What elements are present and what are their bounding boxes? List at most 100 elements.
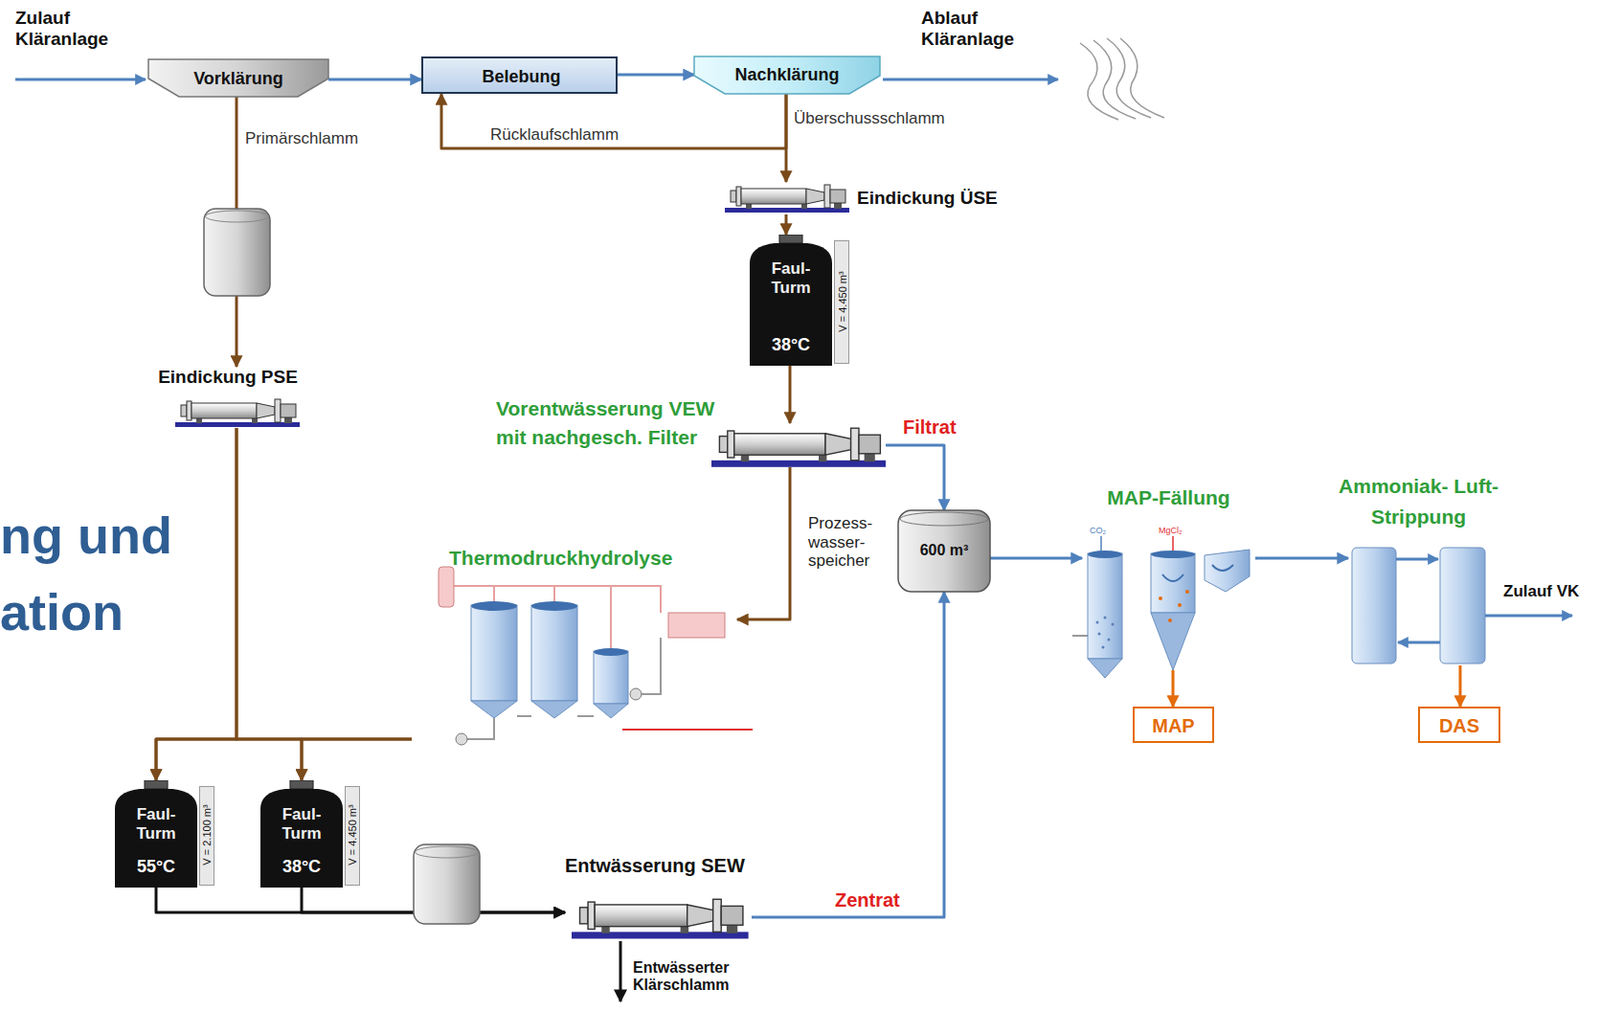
node-text: Entwässerung SEW [564, 855, 752, 878]
sludge-storage-tank [413, 844, 480, 924]
free-label: ng und [0, 505, 173, 565]
clarifier-basin: Vorklärung [148, 59, 329, 97]
illustration-part [900, 512, 989, 526]
process-water-tank [898, 510, 991, 592]
tower-temperature: 38°C [260, 856, 343, 878]
equipment-node: Ammoniak- Luft-Strippung [1348, 545, 1489, 666]
illustration-part [622, 728, 753, 731]
illustration-part [1150, 553, 1195, 613]
flow-connector [156, 428, 237, 781]
flow-connector [1255, 557, 1349, 561]
tower-body [114, 788, 198, 888]
illustration-part [1072, 634, 1088, 637]
node-text: Belebung [423, 67, 620, 88]
node-text: Vorklärung [148, 68, 329, 90]
illustration-part [1087, 658, 1123, 678]
volume-bar: V = 2.100 m³ [199, 786, 215, 886]
illustration-part [1107, 638, 1111, 642]
tower-name: Faul- Turm [268, 805, 336, 843]
illustration-part [531, 601, 578, 611]
illustration-part [1485, 614, 1573, 618]
flow-connector [737, 467, 790, 620]
node-text: 600 m³ [898, 541, 991, 560]
flow-connector [785, 214, 789, 235]
equipment-node: Eindickung ÜSE [724, 181, 1032, 215]
illustration-part [531, 700, 578, 719]
node-text: Nachklärung [694, 65, 880, 86]
illustration-part [1098, 632, 1102, 636]
illustration-part [531, 605, 578, 701]
volume-text: V = 4.450 m³ [345, 785, 360, 885]
illustration-part [413, 844, 480, 924]
tower-name: Faul- Turm [122, 805, 190, 843]
centrifuge-vew [711, 428, 886, 468]
sludge-out-arrow [619, 941, 623, 1002]
tower-cap [779, 234, 803, 244]
digester-tower: Faul- Turm38°CV = 4.450 m³ [749, 234, 850, 366]
illustration-part [1096, 621, 1100, 625]
illustration-part [1162, 574, 1184, 582]
flow-connector [328, 78, 422, 82]
free-label: Entwässerter Klärschlamm [632, 959, 787, 995]
illustration-part [1171, 670, 1175, 678]
node-text: Prozess- wasser- speicher [808, 514, 895, 571]
equipment-node: Eindickung PSE [143, 366, 313, 429]
volume-bar: V = 4.450 m³ [344, 786, 361, 886]
tower-body [260, 788, 343, 888]
digester-tower: Faul- Turm55°CV = 2.100 m³ [114, 780, 215, 888]
illustration-part [1158, 589, 1190, 623]
node-text: MAP [1134, 715, 1213, 738]
tower-temperature: 38°C [749, 335, 833, 356]
illustration-part [467, 718, 495, 740]
digester-tower: Faul- Turm 38°CV = 4.450 m³ [260, 780, 361, 888]
illustration-part [1185, 589, 1190, 594]
illustration-part [1087, 553, 1123, 659]
illustration-part [455, 733, 468, 745]
illustration-part [1120, 38, 1165, 118]
flow-connector [885, 445, 945, 511]
flow-connector [788, 365, 792, 424]
illustration-part [641, 637, 661, 695]
illustration-part [205, 210, 270, 223]
illustration-part [415, 846, 479, 858]
flow-connector [156, 739, 412, 781]
illustration-part [1440, 547, 1486, 664]
node-text: Vorentwässerung VEW mit nachgesch. Filte… [495, 394, 722, 452]
illustration-part [1111, 623, 1115, 627]
illustration-part [668, 612, 725, 638]
illustration-part [1150, 550, 1195, 559]
illustration-part [453, 585, 661, 613]
volume-bar: V = 4.450 m³ [833, 240, 850, 364]
flow-connector [441, 93, 787, 149]
flow-connector [990, 557, 1082, 561]
equipment-node: MAP-Fällung [1081, 545, 1256, 678]
illustration-part [593, 703, 629, 719]
centrifuge-use [724, 184, 850, 213]
flow-connector [1459, 665, 1463, 707]
edge-label: Filtrat [902, 416, 957, 439]
illustration-part [1102, 646, 1105, 650]
inflow-arrow [15, 78, 146, 82]
illustration-part [1212, 564, 1234, 571]
illustration-part [593, 648, 629, 656]
volume-text: V = 2.100 m³ [200, 785, 214, 885]
basin-shape [694, 56, 880, 94]
free-label: MgCl₂ [1158, 525, 1183, 536]
illustration-part [1177, 603, 1182, 608]
node-text: MAP-Fällung [1072, 486, 1265, 510]
tower-cap [144, 780, 168, 789]
flow-connector [617, 73, 695, 77]
illustration-part [203, 208, 271, 296]
illustration-part [471, 700, 518, 719]
node-text: Eindickung PSE [143, 366, 313, 388]
primary-sludge-tank [203, 208, 271, 296]
illustration-part [1204, 549, 1250, 592]
equipment-node: Prozess- wasser- speicher600 m³ [898, 510, 991, 592]
illustration-part [1352, 547, 1397, 664]
equipment-node: Entwässerung SEW [564, 855, 752, 941]
illustration-part [1397, 641, 1441, 645]
equipment-node: Vorentwässerung VEW mit nachgesch. Filte… [711, 423, 886, 468]
edge-label: Rücklaufschlamm [490, 125, 619, 145]
node-text: Eindickung ÜSE [856, 187, 1032, 209]
